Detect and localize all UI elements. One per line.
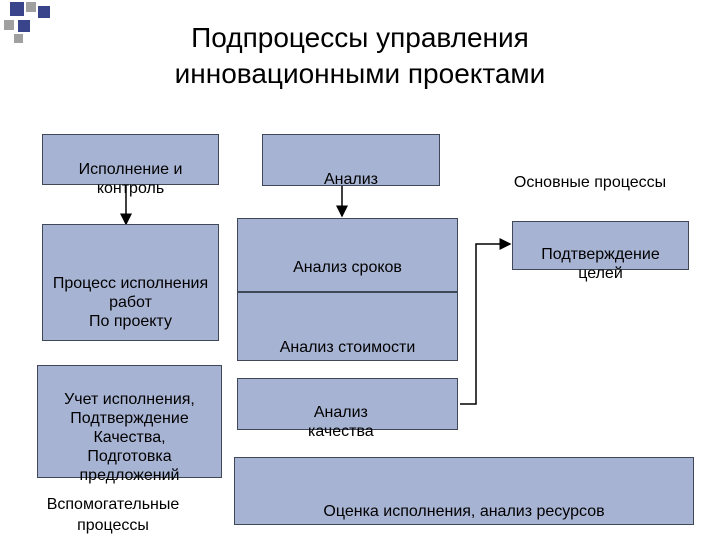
- accounting-label: Учет исполнения, Подтверждение Качества,…: [64, 391, 195, 484]
- work-process-box: Процесс исполнения работ По проекту: [42, 224, 219, 341]
- performance-eval-label: Оценка исполнения, анализ ресурсов: [323, 503, 605, 520]
- work-process-label: Процесс исполнения работ По проекту: [52, 275, 209, 330]
- decor-square-blue: [38, 6, 50, 18]
- execution-control-label: Исполнение и контроль: [78, 161, 183, 197]
- analysis-box: Анализ: [262, 134, 440, 188]
- arrow-quality-to-goals: [460, 238, 512, 405]
- quality-analysis-label: Анализ качества: [308, 404, 374, 440]
- goal-confirmation-label: Подтверждение целей: [541, 246, 660, 282]
- time-analysis-box: Анализ сроков: [237, 218, 458, 292]
- decor-square-gray: [14, 34, 23, 43]
- time-analysis-label: Анализ сроков: [293, 259, 402, 276]
- main-processes-label: Основные процессы: [513, 174, 667, 191]
- cost-analysis-label: Анализ стоимости: [279, 339, 416, 356]
- goal-confirmation-box: Подтверждение целей: [512, 221, 689, 282]
- decor-square-blue: [18, 20, 30, 32]
- decor-square-blue: [10, 2, 24, 16]
- accounting-box: Учет исполнения, Подтверждение Качества,…: [37, 365, 222, 484]
- performance-eval-box: Оценка исполнения, анализ ресурсов: [234, 457, 694, 525]
- auxiliary-processes-label: Вспомогательные процессы: [46, 496, 180, 534]
- decor-square-gray: [4, 20, 14, 30]
- execution-control-box: Исполнение и контроль: [42, 134, 219, 197]
- analysis-label: Анализ: [323, 171, 378, 188]
- decor-square-gray: [26, 2, 36, 12]
- quality-analysis-box: Анализ качества: [237, 378, 458, 440]
- page-title: Подпроцессы управления инновационными пр…: [174, 22, 546, 89]
- cost-analysis-box: Анализ стоимости: [237, 292, 458, 361]
